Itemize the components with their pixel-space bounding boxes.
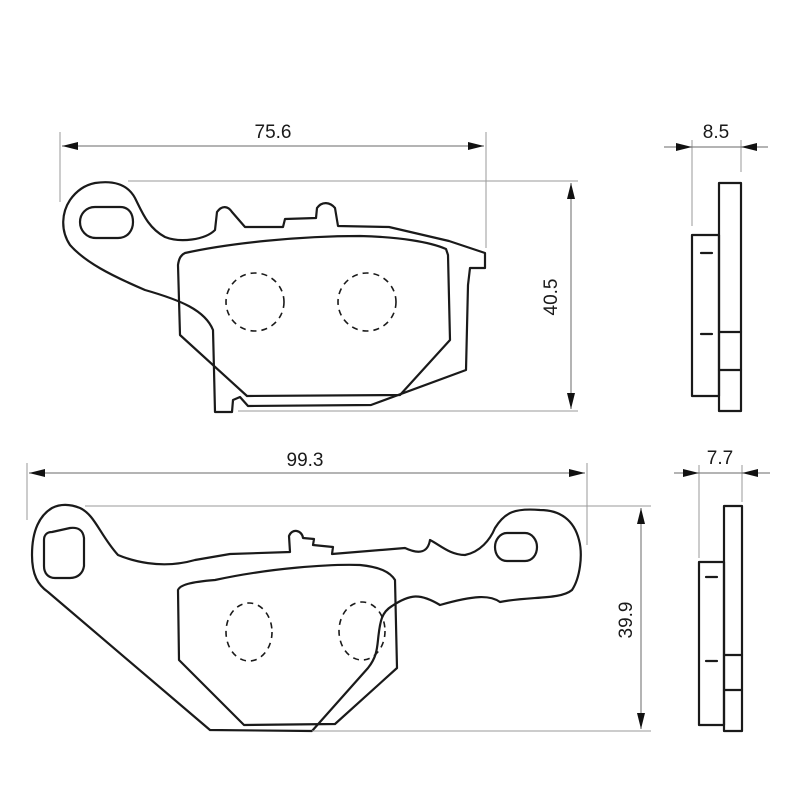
top-pad-piston-left	[225, 272, 285, 332]
top-height-dimension: 40.5	[128, 180, 578, 412]
top-pad-piston-right	[337, 272, 397, 332]
top-side-friction-layer	[690, 233, 721, 398]
top-width-dimension: 75.6	[59, 122, 487, 248]
top-side-backing-plate	[717, 181, 743, 413]
bottom-width-label: 99.3	[287, 450, 324, 471]
bottom-thickness-label: 7.7	[707, 448, 733, 469]
top-pad-mounting-hole	[78, 205, 135, 240]
top-pad-friction-material	[176, 234, 452, 398]
bottom-pad-front-view	[30, 503, 582, 733]
bottom-pad-side-view	[697, 504, 744, 733]
bottom-pad-friction-material	[176, 563, 399, 727]
bottom-thickness-dimension: 7.7	[674, 448, 770, 558]
bottom-pad-piston-right	[338, 601, 386, 661]
bottom-pad-backing-plate	[30, 503, 582, 733]
top-width-label: 75.6	[255, 122, 292, 143]
top-pad-backing-plate	[62, 181, 487, 414]
top-pad-front-view	[62, 181, 487, 414]
bottom-height-dimension: 39.9	[85, 505, 651, 732]
top-pad-side-view	[690, 181, 743, 413]
top-thickness-label: 8.5	[703, 122, 729, 143]
bottom-pad-right-hole	[493, 531, 539, 563]
bottom-pad-left-hole	[42, 526, 86, 580]
top-height-label: 40.5	[541, 279, 562, 316]
bottom-side-friction-layer	[697, 560, 726, 727]
bottom-height-label: 39.9	[616, 602, 637, 639]
bottom-pad-piston-left	[225, 602, 273, 662]
bottom-width-dimension: 99.3	[26, 450, 588, 545]
bottom-side-backing-plate	[722, 504, 744, 733]
top-thickness-dimension: 8.5	[664, 122, 768, 226]
